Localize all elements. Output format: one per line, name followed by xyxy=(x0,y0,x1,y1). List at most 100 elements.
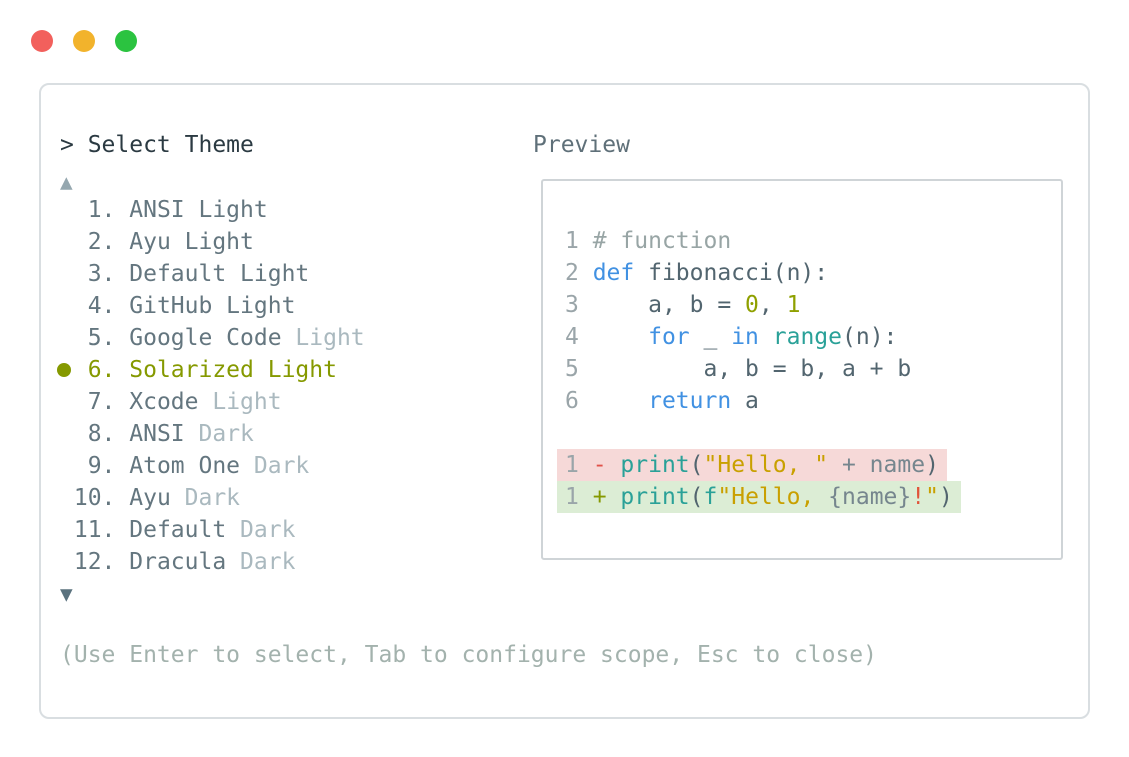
theme-picker-panel: > Select Theme Preview ▲ 1. ANSI Light 2… xyxy=(39,83,1090,719)
theme-option-number: 8. xyxy=(60,421,130,447)
code-segment: + name xyxy=(828,452,926,478)
code-segment: ( xyxy=(689,484,704,510)
theme-option-google-code-light[interactable]: 5. Google Code Light xyxy=(60,322,365,354)
minimize-button-icon[interactable] xyxy=(73,30,95,52)
code-segment: print xyxy=(620,484,690,510)
code-segment: - xyxy=(592,452,621,478)
theme-option-number: 7. xyxy=(60,389,130,415)
diff-line-removed: 1 - print("Hello, " + name) xyxy=(557,449,961,481)
close-button-icon[interactable] xyxy=(31,30,53,52)
theme-option-number: 1. xyxy=(60,197,130,223)
theme-option-number: 11. xyxy=(60,517,130,543)
preview-label: Preview xyxy=(533,132,630,158)
line-number: 4 xyxy=(565,324,593,350)
scroll-up-arrow-icon[interactable]: ▲ xyxy=(60,170,73,194)
code-segment: fibonacci(n): xyxy=(634,260,829,286)
theme-option-label: Default Light xyxy=(129,261,310,287)
code-segment: 0 xyxy=(745,292,759,318)
code-segment: a, b = b, a + b xyxy=(592,356,912,382)
code-segment: _ xyxy=(689,324,732,350)
theme-option-dracula-dark[interactable]: 12. Dracula Dark xyxy=(60,546,365,578)
theme-option-number: 10. xyxy=(60,485,130,511)
theme-option-default-light[interactable]: 3. Default Light xyxy=(60,258,365,290)
theme-option-label: Default xyxy=(129,517,241,543)
code-segment: for xyxy=(648,324,690,350)
theme-option-default-dark[interactable]: 11. Default Dark xyxy=(60,514,365,546)
theme-option-label: Ayu xyxy=(129,485,185,511)
code-line: 1 # function xyxy=(565,225,961,257)
code-segment: (n): xyxy=(842,324,898,350)
line-number: 1 xyxy=(565,228,593,254)
diff-highlight-added: 1 + print(f"Hello, {name}!") xyxy=(557,481,961,513)
theme-option-label: Light xyxy=(295,325,365,351)
code-segment: ) xyxy=(938,484,953,510)
code-segment xyxy=(593,324,648,350)
code-segment: "Hello, " xyxy=(703,452,829,478)
theme-option-number: 3. xyxy=(60,261,130,287)
theme-option-label: Dark xyxy=(240,549,296,575)
prompt-title: > Select Theme xyxy=(60,132,254,158)
code-segment: + xyxy=(592,484,621,510)
theme-option-label: ANSI Light xyxy=(129,197,268,223)
code-line: 3 a, b = 0, 1 xyxy=(565,289,961,321)
theme-option-github-light[interactable]: 4. GitHub Light xyxy=(60,290,365,322)
theme-option-ayu-light[interactable]: 2. Ayu Light xyxy=(60,226,365,258)
theme-option-atom-one-dark[interactable]: 9. Atom One Dark xyxy=(60,450,365,482)
theme-option-number: 5. xyxy=(60,325,130,351)
code-segment: in xyxy=(731,324,759,350)
code-segment: range xyxy=(772,324,842,350)
theme-option-label: Dark xyxy=(253,453,310,479)
scroll-down-arrow-icon[interactable]: ▼ xyxy=(60,582,73,606)
theme-option-number: 2. xyxy=(60,229,130,255)
theme-option-label: Dark xyxy=(240,517,296,543)
code-segment xyxy=(759,324,773,350)
code-segment: a xyxy=(731,388,759,414)
theme-option-ansi-dark[interactable]: 8. ANSI Dark xyxy=(60,418,365,450)
code-segment: , xyxy=(758,292,787,318)
code-segment: ) xyxy=(925,452,939,478)
code-segment: ( xyxy=(689,452,704,478)
theme-option-label: Solarized Light xyxy=(129,357,337,383)
theme-option-solarized-light[interactable]: 6. Solarized Light xyxy=(57,354,365,386)
theme-option-number: 4. xyxy=(60,293,130,319)
line-number: 1 xyxy=(565,484,593,510)
theme-option-number: 6. xyxy=(60,357,130,383)
theme-option-ansi-light[interactable]: 1. ANSI Light xyxy=(60,194,365,226)
theme-option-label: Google Code xyxy=(129,325,296,351)
theme-option-label: Dark xyxy=(184,485,241,511)
code-segment: def xyxy=(592,260,635,286)
theme-option-label: ANSI xyxy=(129,421,199,447)
code-line: 6 return a xyxy=(565,385,961,417)
theme-option-label: Atom One xyxy=(129,453,254,479)
line-number: 6 xyxy=(565,388,593,414)
diff-line-added: 1 + print(f"Hello, {name}!") xyxy=(557,481,961,513)
window-controls xyxy=(31,30,137,52)
line-number: 3 xyxy=(565,292,593,318)
line-number: 1 xyxy=(565,452,593,478)
theme-option-label: Dark xyxy=(198,421,254,447)
selected-bullet-icon xyxy=(57,363,71,377)
theme-option-ayu-dark[interactable]: 10. Ayu Dark xyxy=(60,482,365,514)
theme-option-label: Ayu Light xyxy=(129,229,254,255)
code-segment: return xyxy=(648,388,732,414)
theme-option-label: Dracula xyxy=(129,549,241,575)
theme-option-number: 9. xyxy=(60,453,130,479)
keyboard-hint: (Use Enter to select, Tab to configure s… xyxy=(60,642,877,668)
code-line: 4 for _ in range(n): xyxy=(565,321,961,353)
code-segment xyxy=(593,388,648,414)
code-segment: {name} xyxy=(828,484,912,510)
code-segment: f xyxy=(703,484,718,510)
theme-option-label: Light xyxy=(212,389,282,415)
theme-list: 1. ANSI Light 2. Ayu Light 3. Default Li… xyxy=(57,194,365,578)
theme-option-xcode-light[interactable]: 7. Xcode Light xyxy=(60,386,365,418)
theme-option-label: Xcode xyxy=(129,389,213,415)
diff-highlight-removed: 1 - print("Hello, " + name) xyxy=(557,449,947,481)
code-line: 5 a, b = b, a + b xyxy=(565,353,961,385)
theme-option-number: 12. xyxy=(60,549,130,575)
zoom-button-icon[interactable] xyxy=(115,30,137,52)
code-segment: a, b = xyxy=(592,292,746,318)
line-number: 5 xyxy=(565,356,593,382)
code-segment: 1 xyxy=(786,292,801,318)
